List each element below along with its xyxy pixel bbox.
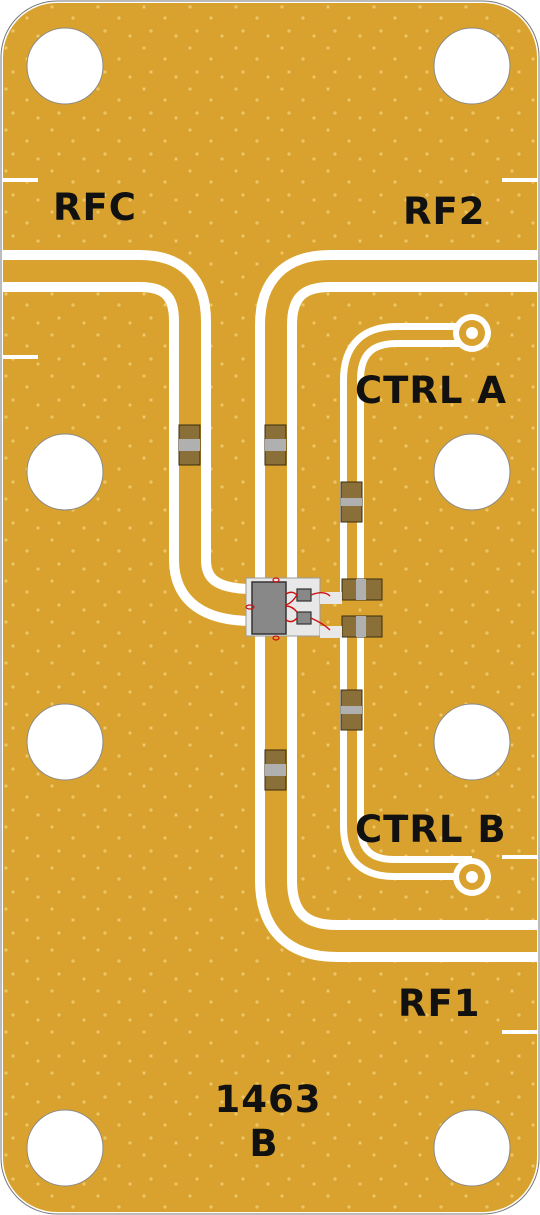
rf1-label: RF1 <box>398 982 481 1025</box>
rfc-trace <box>3 250 253 626</box>
rf2-label: RF2 <box>403 190 486 233</box>
ctrl-a-test-point <box>453 314 491 352</box>
ctrl-b-capacitor <box>341 615 383 638</box>
ctrl-a-trace <box>340 323 472 594</box>
capacitor-rfc <box>178 424 201 466</box>
switch-ic <box>245 577 342 641</box>
mounting-hole <box>26 27 104 105</box>
rf2-trace <box>255 250 537 585</box>
ctrl-a-resistor <box>340 481 363 523</box>
mounting-hole <box>433 27 511 105</box>
mounting-hole <box>26 433 104 511</box>
bond-wires <box>285 591 331 631</box>
mounting-holes <box>26 27 511 1187</box>
ctrl-b-resistor <box>340 689 363 731</box>
bond-pads <box>245 577 280 641</box>
capacitor-rf2 <box>264 424 287 466</box>
mounting-hole <box>433 1109 511 1187</box>
ctrl-b-label: CTRL B <box>355 808 507 851</box>
revision-label: B <box>249 1122 278 1165</box>
ctrl-b-trace <box>340 626 472 880</box>
part-number-label: 1463 <box>215 1078 322 1121</box>
edge-notches <box>3 178 537 1034</box>
mounting-hole <box>433 703 511 781</box>
rf1-trace <box>255 632 537 962</box>
ctrl-b-test-point <box>453 858 491 896</box>
ctrl-a-label: CTRL A <box>355 369 507 412</box>
capacitor-rf1 <box>264 749 287 791</box>
mounting-hole <box>26 1109 104 1187</box>
ctrl-a-capacitor <box>341 578 383 601</box>
mounting-hole <box>26 703 104 781</box>
rfc-label: RFC <box>53 186 137 229</box>
mounting-hole <box>433 433 511 511</box>
